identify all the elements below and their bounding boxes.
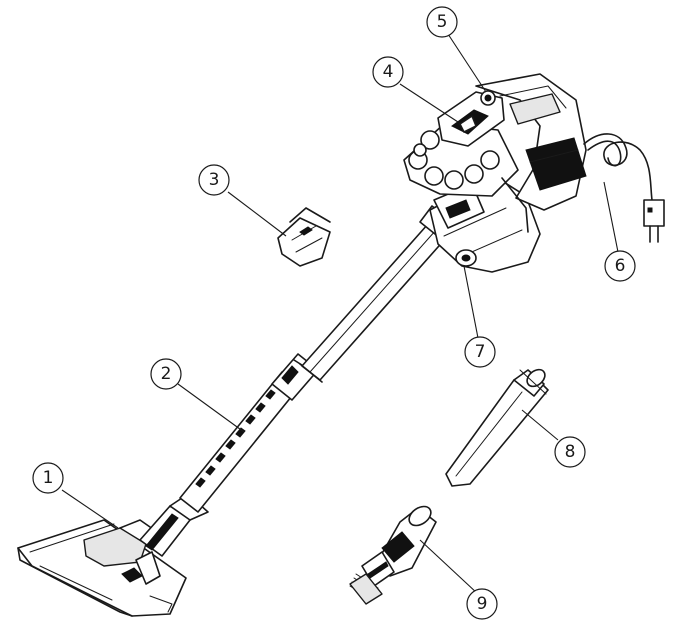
floor-brush-head — [17, 519, 187, 617]
callout-1-label: 1 — [43, 468, 54, 488]
callout-5: 5 — [426, 6, 458, 38]
callout-6-label: 6 — [615, 256, 626, 276]
callout-8-label: 8 — [565, 442, 576, 462]
main-body — [403, 73, 587, 273]
callout-9-label: 9 — [477, 594, 488, 614]
callout-3: 3 — [198, 164, 230, 196]
callout-9: 9 — [466, 588, 498, 620]
callout-7: 7 — [464, 336, 496, 368]
crevice-tool — [445, 368, 549, 487]
callout-3-label: 3 — [209, 170, 220, 190]
callout-1: 1 — [32, 462, 64, 494]
callout-8: 8 — [554, 436, 586, 468]
callout-7-label: 7 — [475, 342, 486, 362]
dusting-brush — [349, 505, 437, 605]
callout-2: 2 — [150, 358, 182, 390]
nozzle-neck — [139, 493, 209, 557]
power-cord — [583, 133, 665, 243]
callout-6: 6 — [604, 250, 636, 282]
tool-clip — [277, 207, 331, 267]
callout-2-label: 2 — [161, 364, 172, 384]
telescopic-tube-lower — [179, 353, 319, 513]
callout-4-label: 4 — [383, 62, 394, 82]
leader-lines — [61, 33, 619, 595]
callout-5-label: 5 — [437, 12, 448, 32]
callout-4: 4 — [372, 56, 404, 88]
